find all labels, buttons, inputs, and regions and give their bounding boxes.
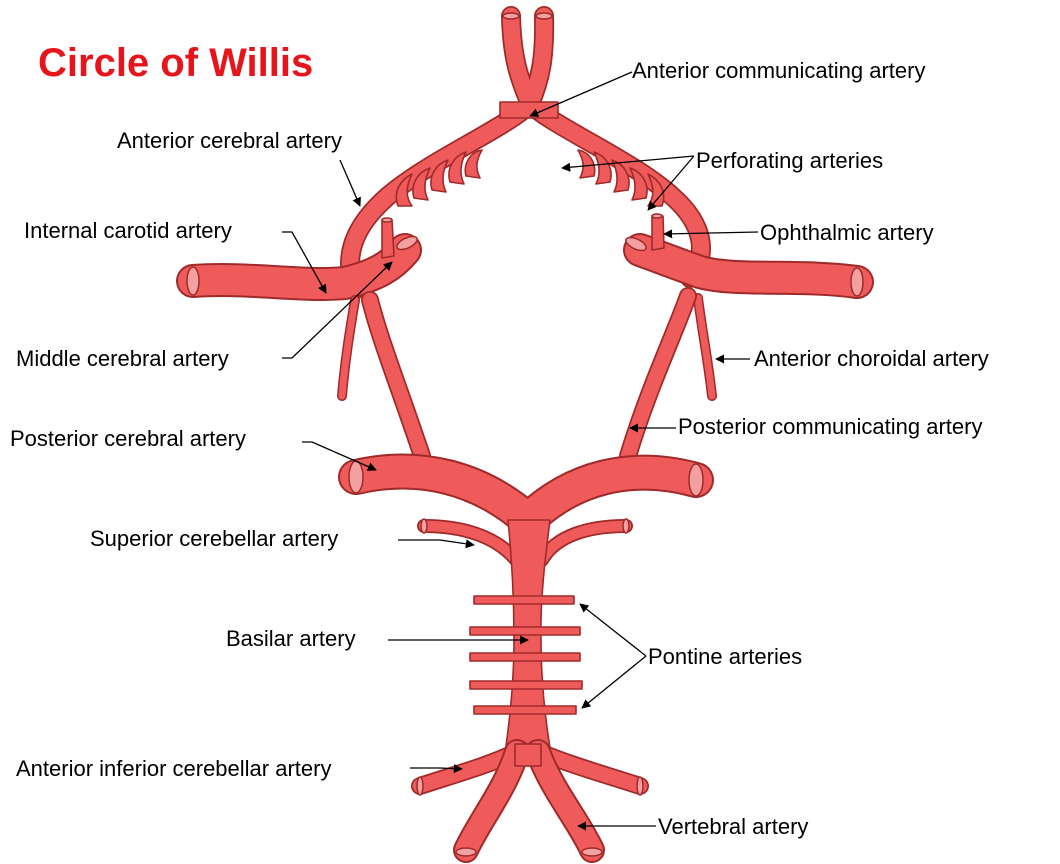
diagram-title: Circle of Willis (38, 41, 313, 85)
label-anterior-communicating-artery: Anterior communicating artery (632, 58, 925, 83)
label-pontine-arteries: Pontine arteries (648, 644, 802, 669)
posterior-cerebral-artery-vessels (349, 461, 703, 520)
label-posterior-communicating-artery: Posterior communicating artery (678, 414, 982, 439)
anterior-communicating-artery-vessel (500, 102, 558, 118)
label-anterior-cerebral-artery: Anterior cerebral artery (117, 128, 342, 153)
label-basilar-artery: Basilar artery (226, 626, 356, 651)
ophthalmic-artery-vessels (382, 214, 664, 258)
labels: Anterior communicating artery Anterior c… (10, 58, 989, 839)
label-posterior-cerebral-artery: Posterior cerebral artery (10, 426, 246, 451)
label-middle-cerebral-artery: Middle cerebral artery (16, 346, 229, 371)
label-anterior-choroidal-artery: Anterior choroidal artery (754, 346, 989, 371)
label-anterior-inferior-cerebellar-artery: Anterior inferior cerebellar artery (16, 756, 331, 781)
label-perforating-arteries: Perforating arteries (696, 148, 883, 173)
posterior-communicating-artery-vessels (370, 296, 688, 456)
label-superior-cerebellar-artery: Superior cerebellar artery (90, 526, 338, 551)
label-vertebral-artery: Vertebral artery (658, 814, 808, 839)
label-internal-carotid-artery: Internal carotid artery (24, 218, 232, 243)
label-ophthalmic-artery: Ophthalmic artery (760, 220, 934, 245)
